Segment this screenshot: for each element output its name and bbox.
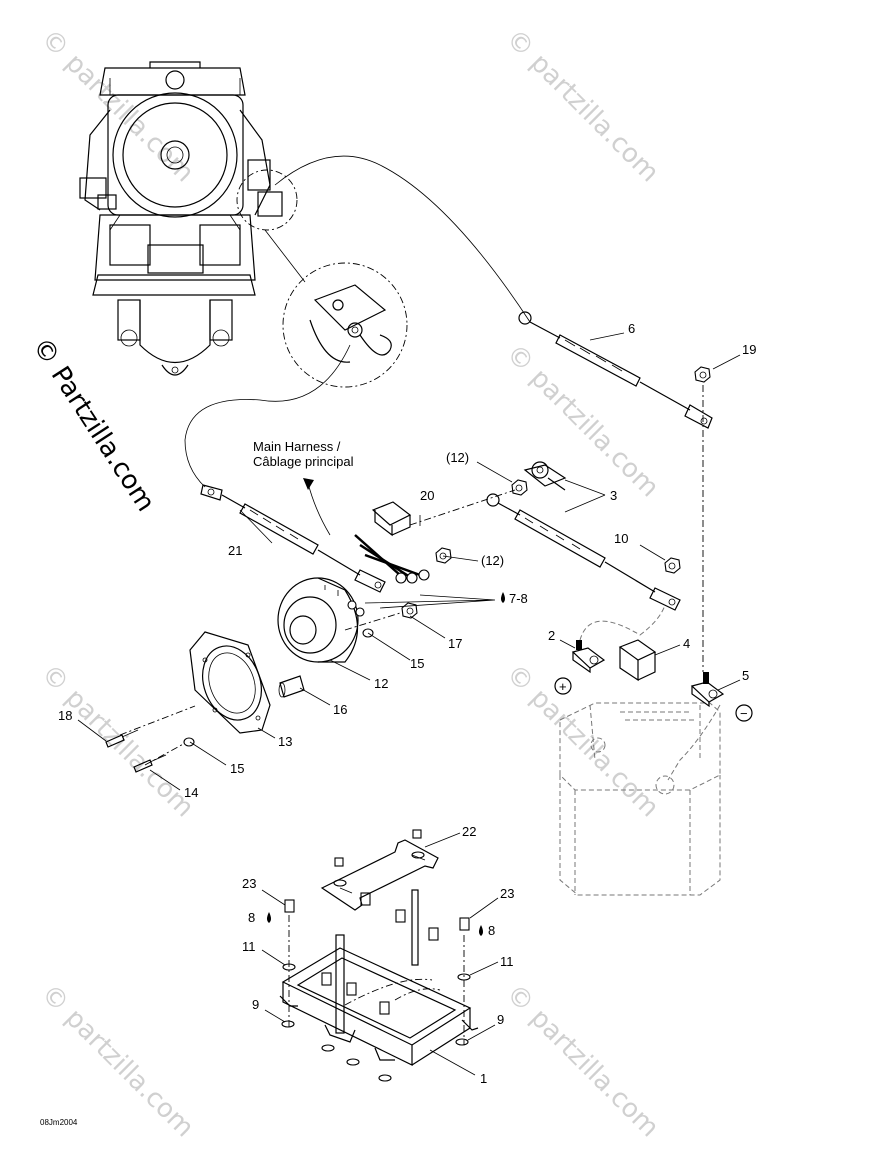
callout-9-left: 9 — [252, 997, 259, 1012]
mounting-plate — [105, 631, 305, 773]
callout-12-nut-top: (12) — [446, 450, 469, 465]
battery-tray — [279, 829, 479, 1082]
watermark-lower-right: © partzilla.com — [500, 659, 665, 824]
droplet-icon — [479, 925, 483, 936]
callout-8-right: 8 — [488, 923, 495, 938]
watermark-lower-left: © partzilla.com — [35, 659, 200, 824]
tray-bolts — [284, 829, 470, 1015]
callout-9-right: 9 — [497, 1012, 504, 1027]
engine-illustration — [79, 61, 283, 376]
fasteners-upper — [371, 479, 528, 564]
watermark-top-left: © partzilla.com — [35, 24, 200, 189]
callout-14: 14 — [184, 785, 198, 800]
callout-1: 1 — [480, 1071, 487, 1086]
callout-23-left: 23 — [242, 876, 256, 891]
callout-23-right: 23 — [500, 886, 514, 901]
polarity-symbols: + − — [554, 677, 753, 722]
cable-routing — [184, 155, 531, 488]
callout-7-8: 7-8 — [509, 591, 528, 606]
callout-18: 18 — [58, 708, 72, 723]
callout-13: 13 — [278, 734, 292, 749]
watermarks: © partzilla.com © partzilla.com © partzi… — [26, 24, 664, 1144]
leader-lines — [77, 332, 741, 1076]
main-harness — [303, 478, 430, 584]
callout-21: 21 — [228, 543, 242, 558]
battery-terminals — [571, 366, 725, 781]
drawing-code: 08Jm2004 — [40, 1118, 78, 1127]
callout-16: 16 — [333, 702, 347, 717]
watermark-bottom-right: © partzilla.com — [500, 979, 665, 1144]
bracket-22 — [320, 839, 439, 911]
callout-12-nut-bottom: (12) — [481, 553, 504, 568]
droplet-icon — [501, 592, 505, 603]
harness-label-line2: Câblage principal — [253, 454, 354, 469]
cable-21 — [200, 484, 386, 593]
callout-11-left: 11 — [242, 939, 256, 954]
callout-labels: 6 19 Main Harness / Câblage principal (1… — [58, 321, 756, 1086]
harness-label-line1: Main Harness / — [253, 439, 341, 454]
battery — [559, 702, 721, 896]
callout-22: 22 — [462, 824, 476, 839]
callout-3: 3 — [610, 488, 617, 503]
callout-10: 10 — [614, 531, 628, 546]
cable-3 — [486, 461, 681, 611]
callout-15-upper: 15 — [410, 656, 424, 671]
droplet-icon — [267, 912, 271, 923]
callout-8-left: 8 — [248, 910, 255, 925]
callout-5: 5 — [742, 668, 749, 683]
negative-symbol: − — [740, 706, 748, 721]
callout-6: 6 — [628, 321, 635, 336]
cable-6 — [518, 311, 713, 429]
callout-4: 4 — [683, 636, 690, 651]
callout-12: 12 — [374, 676, 388, 691]
watermark-top-right: © partzilla.com — [500, 24, 665, 189]
callout-20: 20 — [420, 488, 434, 503]
callout-17: 17 — [448, 636, 462, 651]
sealant-icons — [267, 592, 505, 936]
watermark-side: © Partzilla.com — [26, 332, 160, 517]
positive-symbol: + — [559, 679, 567, 694]
callout-15-lower: 15 — [230, 761, 244, 776]
watermark-mid-right: © partzilla.com — [500, 339, 665, 504]
callout-19: 19 — [742, 342, 756, 357]
tray-washers — [281, 851, 471, 1082]
detail-view — [236, 169, 408, 388]
callout-11-right: 11 — [500, 954, 514, 969]
starter-motor — [277, 577, 418, 663]
callout-2: 2 — [548, 628, 555, 643]
